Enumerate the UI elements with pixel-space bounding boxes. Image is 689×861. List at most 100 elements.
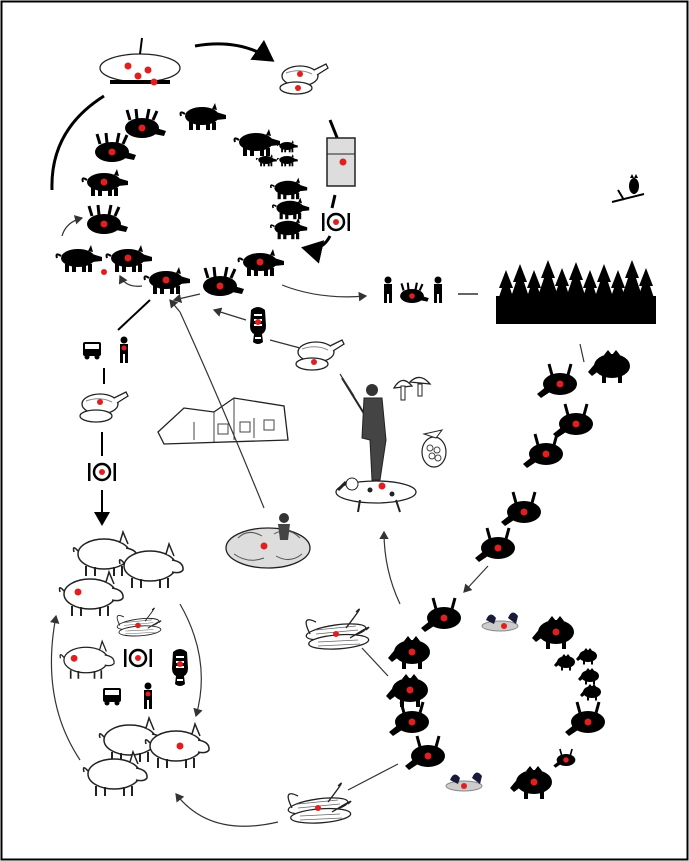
top-cycle (50, 37, 356, 304)
piglet-icon (580, 684, 601, 701)
pig-icon (105, 244, 153, 273)
connector-line (579, 343, 585, 363)
dead-pig-icon (93, 131, 138, 164)
pig-herder-icon (225, 513, 311, 569)
pig-icon (237, 248, 285, 277)
dead-wild-boar-icon (387, 700, 431, 738)
dead-wild-boar-icon (551, 402, 595, 440)
crows-icon (481, 611, 519, 632)
arrow-plate-to-pig (301, 235, 332, 264)
dead-wild-boar-icon (535, 362, 579, 400)
domestic-pig-outline-icon (144, 723, 211, 769)
dead-pig-icon (399, 281, 430, 305)
dead-wild-boar-icon (521, 432, 565, 470)
piglet-icon (578, 668, 599, 685)
truck-icon (83, 342, 101, 360)
connector-line (269, 339, 301, 349)
raspberry-icon (421, 429, 447, 468)
forest-icon (496, 260, 656, 324)
arrow-roast-to-ham (194, 39, 275, 62)
piglet-icon (255, 153, 278, 167)
crows-icon (445, 771, 483, 792)
wild-boar-icon (388, 636, 430, 669)
connector-line (347, 763, 399, 791)
pig-icon (179, 102, 227, 131)
connector-line (339, 373, 355, 397)
domestic-pig-outline-icon (58, 571, 125, 617)
connector-line (179, 311, 265, 509)
arrow-corn-to-backyard (175, 793, 279, 827)
backyard-pigs-bottom (82, 717, 211, 797)
person-icon (120, 336, 128, 363)
pig-icon (269, 176, 309, 200)
arrow-ham-to-fridge (328, 119, 340, 141)
dead-wild-boar-icon (499, 490, 543, 528)
ham-icon (79, 391, 129, 423)
corn-cob-icon (116, 607, 162, 638)
dead-pig-icon (85, 203, 130, 236)
pig-icon (269, 216, 309, 240)
ham-icon (279, 63, 329, 95)
pig-icon (55, 244, 103, 273)
arrow-to-hunter (379, 530, 401, 605)
arrow-boot-to-pigs (212, 307, 247, 321)
truck-icon (103, 688, 121, 706)
dead-wild-boar-icon (419, 596, 463, 634)
arrow-fridge-to-plate (330, 194, 337, 209)
refrigerator-icon (326, 137, 356, 187)
plate-icon (122, 647, 154, 669)
wild-boar-icon (532, 616, 574, 649)
person-icon (144, 682, 152, 709)
person-icon (434, 276, 442, 303)
arrow-left-loop (50, 94, 105, 191)
roast-pig-icon (99, 37, 181, 86)
piglet-icon (576, 648, 597, 665)
left-transport-chain (79, 299, 151, 526)
pig-icon (271, 196, 311, 220)
arrow-small-loop (61, 215, 84, 237)
dead-wild-boar-icon (563, 700, 607, 738)
people-with-dead-pig (384, 276, 442, 305)
dead-pig-icon (201, 265, 246, 298)
mushroom-icon (392, 376, 432, 401)
plate-icon (86, 461, 118, 483)
dead-wild-boar-icon (403, 734, 447, 772)
pig-icon (233, 128, 281, 157)
wild-boar-icon (386, 674, 428, 707)
corn-cob-icon (286, 782, 352, 826)
owl-on-branch-icon (611, 174, 645, 203)
ham-icon (295, 339, 345, 371)
boot-sole-icon (250, 307, 266, 344)
piglet-icon (552, 748, 577, 769)
arrow-backyard-loop (179, 603, 203, 718)
wild-boar-icon (588, 350, 630, 383)
wild-boar-icon (510, 766, 552, 799)
arrow-backyard-loop (49, 614, 81, 761)
domestic-pig-outline-icon (59, 640, 115, 680)
pig-icon (81, 168, 129, 197)
arrow-herder-to-pigs (169, 299, 181, 313)
arrow-small-loop (118, 274, 143, 287)
connector-line (361, 647, 389, 677)
person-icon (384, 276, 392, 303)
wild-boar-chain (463, 343, 630, 593)
piglet-icon (554, 654, 575, 671)
farmhouse-icon (157, 397, 289, 445)
dead-pig-icon (123, 107, 168, 140)
domestic-pig-outline-icon (82, 751, 149, 797)
pig-icon (143, 266, 191, 295)
corn-cob-icon (304, 608, 370, 652)
arrow-to-people (281, 284, 368, 302)
backyard-pigs-top (58, 531, 185, 617)
plate-icon (320, 211, 352, 233)
piglet-icon (276, 153, 299, 167)
arrow-chain-to-cycle (463, 565, 489, 593)
connector-line (117, 299, 151, 331)
piglet-icon (276, 139, 299, 153)
wild-boar-cycle (379, 530, 607, 799)
infection-marker (101, 269, 107, 275)
dead-wild-boar-icon (473, 526, 517, 564)
